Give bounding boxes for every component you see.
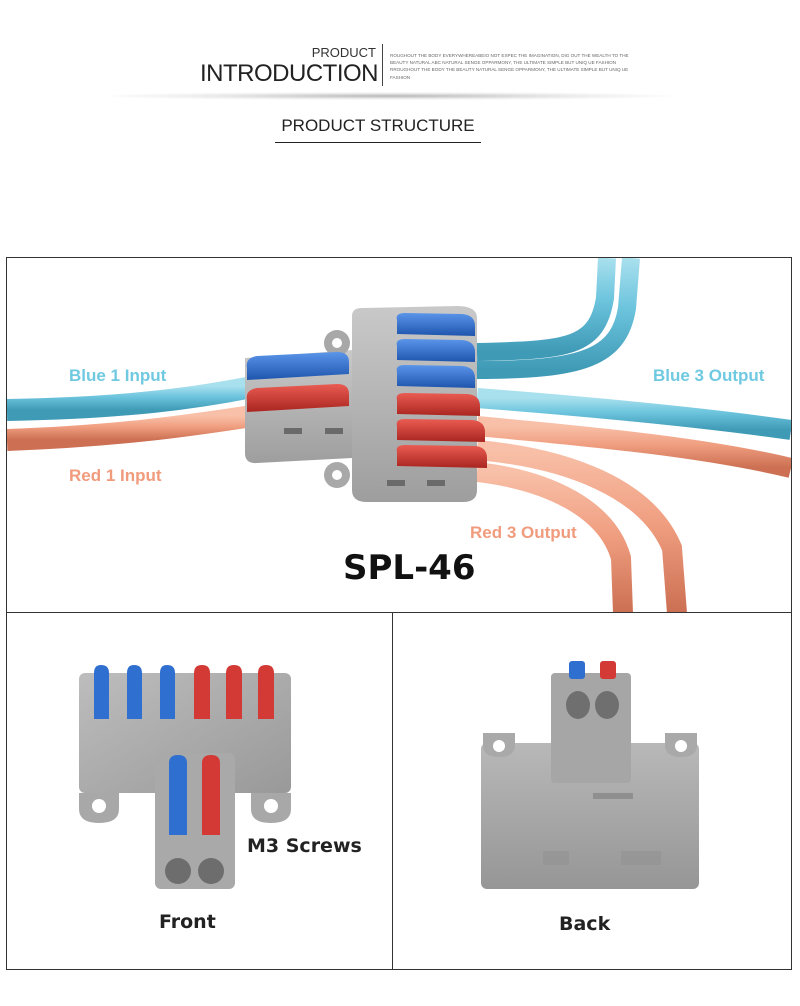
- intro-big-title: INTRODUCTION: [200, 60, 378, 87]
- connector-photo-back-icon: [481, 661, 699, 889]
- connector-photo-front-icon: [79, 665, 291, 889]
- section-title: PRODUCT STRUCTURE: [275, 116, 481, 143]
- label-m3-screws: M3 Screws: [247, 835, 362, 857]
- caption-front: Front: [159, 911, 216, 933]
- label-blue-input: Blue 1 Input: [69, 366, 167, 385]
- label-red-input: Red 1 Input: [69, 466, 162, 485]
- intro-divider: [382, 44, 383, 86]
- output-levers: [396, 313, 487, 468]
- intro-blurb: ROUGHOUT THE BODY EVERYWHEREABEIO NOT EX…: [390, 53, 629, 80]
- label-blue-output: Blue 3 Output: [653, 366, 765, 385]
- label-red-output: Red 3 Output: [470, 523, 577, 542]
- intro-shadow-line: [110, 92, 670, 100]
- back-product-view: Back: [392, 612, 792, 970]
- main-product-view: Blue 1 Input Red 1 Input Blue 3 Output R…: [6, 257, 792, 614]
- caption-back: Back: [559, 913, 611, 935]
- product-introduction-header: PRODUCT INTRODUCTION ROUGHOUT THE BODY E…: [0, 0, 800, 110]
- model-name: SPL-46: [343, 548, 476, 588]
- connector-photo-main-icon: [7, 258, 791, 613]
- intro-small-title: PRODUCT: [311, 45, 376, 60]
- input-levers: [246, 352, 349, 412]
- front-product-view: M3 Screws Front: [6, 612, 394, 970]
